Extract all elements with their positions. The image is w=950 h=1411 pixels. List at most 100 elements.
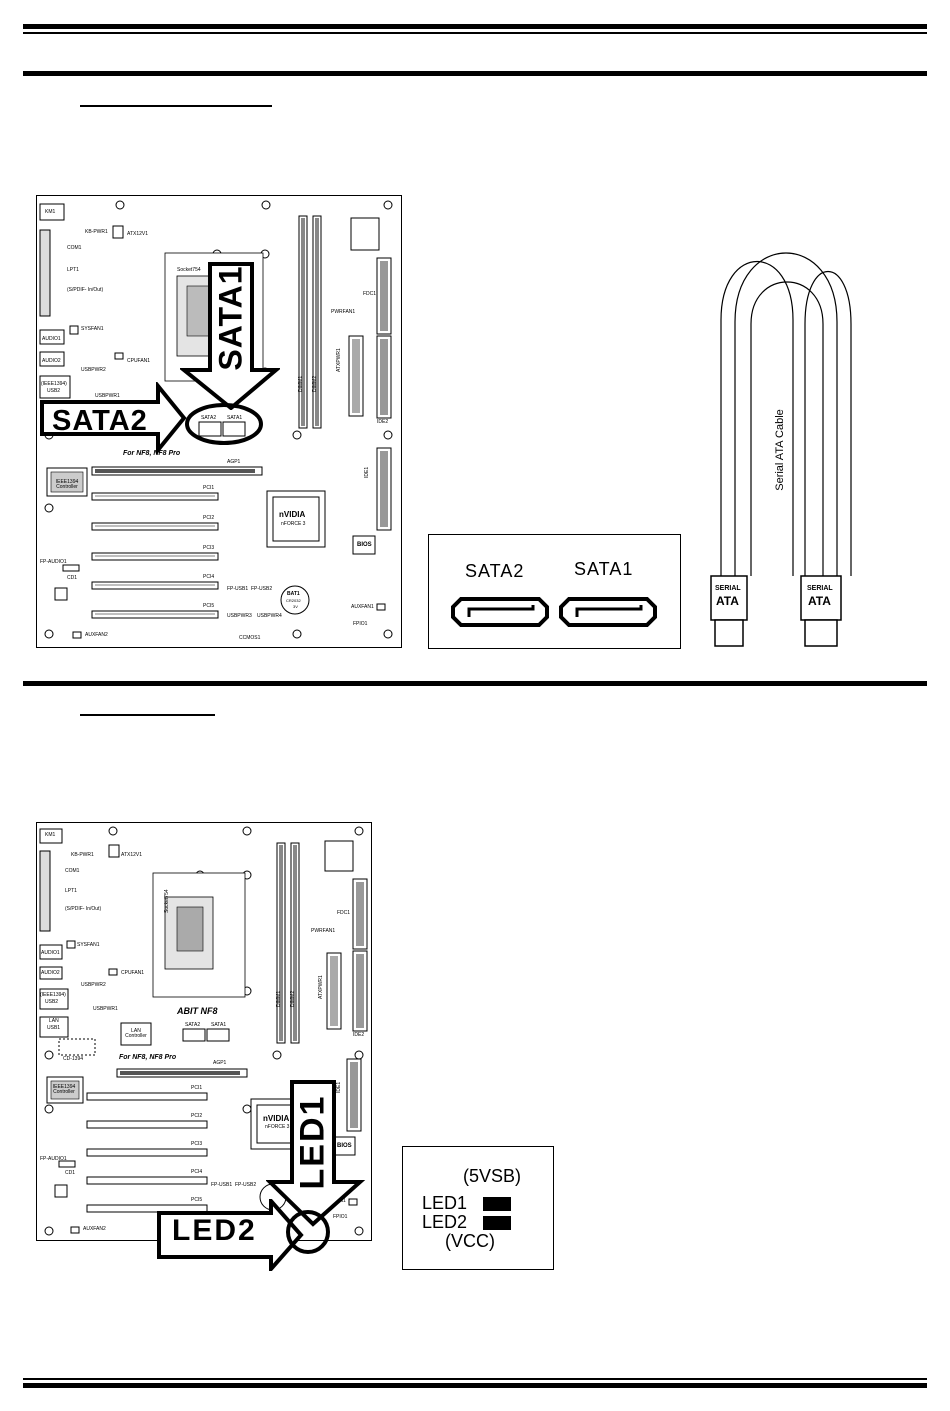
board2-label-sata1: SATA1 (211, 1022, 227, 1028)
board2-label-fpusb1: FP-USB1 (211, 1182, 233, 1188)
board-label-cpufan: CPUFAN1 (127, 358, 151, 364)
board2-label-pci2: PCI2 (191, 1113, 203, 1119)
sata-connector-shapes (451, 597, 657, 627)
board-label-fdc: FDC1 (363, 291, 377, 297)
board-label-spdif: (S/PDIF- In/Out) (67, 287, 104, 293)
board2-label-km1: KM1 (45, 832, 56, 838)
board2-label-ieee: (IEEE1394) (40, 992, 66, 998)
board2-label-pci4: PCI4 (191, 1169, 203, 1175)
board-label-auxfan2: AUXFAN2 (85, 632, 108, 638)
board2-label-socket: Socket754 (164, 889, 170, 913)
board-label-audio: AUDIO1 (42, 336, 61, 342)
board-label-pci4: PCI4 (203, 574, 215, 580)
board-label-bat-sub: CR2032 (286, 598, 301, 603)
board2-label-atx12v: ATX12V1 (121, 852, 143, 858)
sata-highlight-circle (185, 403, 263, 445)
cable-plug-left-line1: SERIAL (715, 585, 741, 592)
board-label-chip-sub: nFORCE 3 (281, 521, 306, 527)
cable-plug-right-line1: SERIAL (807, 585, 833, 592)
board-label-lpt: LPT1 (67, 267, 79, 273)
section2-heading-underline (80, 714, 215, 716)
board-label-fpusb2: FP-USB2 (251, 586, 273, 592)
board2-label-logo: ABIT NF8 (177, 1006, 218, 1016)
board2-label-pci3: PCI3 (191, 1141, 203, 1147)
board2-label-agp: AGP1 (213, 1060, 227, 1066)
board-label-chip: nVIDIA (279, 510, 306, 519)
board-label-fpusb1: FP-USB1 (227, 586, 249, 592)
board-label-km1: KM1 (45, 209, 56, 215)
board2-label-lan-ctrl: LAN Controller (125, 1028, 147, 1039)
led-panel-vcc: (VCC) (445, 1231, 495, 1251)
board-label-pci3: PCI3 (203, 545, 215, 551)
board2-label-audio: AUDIO1 (41, 950, 60, 956)
board2-label-cd1: CD1 (65, 1170, 76, 1176)
led1-indicator (483, 1197, 511, 1211)
sata-connector-panel: SATA2 SATA1 (428, 534, 681, 649)
bottom-rule-thick (23, 1383, 927, 1388)
board-label-fpaudio: FP-AUDIO1 (40, 559, 67, 565)
led2-callout-arrow (157, 1199, 304, 1271)
board2-label-pwrfan: PWRFAN1 (311, 928, 336, 934)
section1-heading-underline (80, 105, 272, 107)
board2-label-pci1: PCI1 (191, 1085, 203, 1091)
board-label-ieee-ctrl: IEEE1394 Controller (55, 479, 79, 490)
led2-indicator (483, 1216, 511, 1230)
board2-label-audio2: AUDIO2 (41, 970, 60, 976)
serial-ata-cable (710, 252, 852, 647)
board-label-auxfan1: AUXFAN1 (351, 604, 374, 610)
board-label-usbpwr2: USBPWR2 (81, 367, 106, 373)
cable-plug-left-line2: ATA (716, 594, 739, 608)
board2-label-usbpwr1: USBPWR1 (93, 1006, 118, 1012)
board2-label-lpt: LPT1 (65, 888, 77, 894)
cable-label: Serial ATA Cable (774, 409, 786, 491)
board-label-dimm2: DIMM2 (312, 375, 318, 392)
led-panel-led2-label: LED2 (422, 1212, 468, 1232)
board-label-atxpwr: ATXPWR1 (336, 348, 342, 372)
led1-callout-label: LED1 (293, 1094, 332, 1190)
board-label-ieee: (IEEE1394) (41, 381, 67, 387)
board2-label-dimm2: DIMM2 (290, 990, 296, 1007)
board-label-com: COM1 (67, 245, 82, 251)
board2-label-sysfan: SYSFAN1 (77, 942, 100, 948)
section2-rule (23, 681, 927, 686)
board-label-pci2: PCI2 (203, 515, 215, 521)
board2-label-kbpwr: KB-PWR1 (71, 852, 94, 858)
board-label-sata1-small: SATA1 (227, 415, 243, 421)
board-label-for-models: For NF8, NF8 Pro (123, 450, 181, 457)
led-highlight-circle (286, 1210, 330, 1254)
board2-label-ide2: IDE2 (353, 1032, 365, 1038)
board-label-pci5: PCI5 (203, 603, 215, 609)
board-label-ide2: IDE2 (377, 419, 389, 425)
top-rule-thick (23, 24, 927, 29)
board2-label-fdc: FDC1 (337, 910, 351, 916)
sata2-callout-arrow (40, 382, 187, 454)
board2-label-ieee-ctrl: IEEE1394 Controller (52, 1084, 76, 1095)
board-label-atx12v: ATX12V1 (127, 231, 149, 237)
led-panel-led1-label: LED1 (422, 1193, 468, 1213)
led1-callout-arrow (266, 1080, 366, 1227)
board2-label-cd1394: CD-1394 (63, 1056, 84, 1062)
board2-label-fpaudio: FP-AUDIO1 (40, 1156, 67, 1162)
board2-label-spdif: (S/PDIF- In/Out) (65, 906, 102, 912)
board-label-pci1: PCI1 (203, 485, 215, 491)
board2-label-fpusb2: FP-USB2 (235, 1182, 257, 1188)
board-label-sysfan: SYSFAN1 (81, 326, 104, 332)
board2-label-bios: BIOS (337, 1143, 352, 1149)
sata2-connector-label: SATA2 (465, 561, 525, 581)
board-label-usb2: USB2 (47, 388, 61, 394)
led2-callout-label: LED2 (172, 1214, 257, 1247)
board2-outline-details (39, 826, 368, 1236)
board2-label-pci5: PCI5 (191, 1197, 203, 1203)
top-rule-thin (23, 32, 927, 34)
sata1-callout-arrow (180, 262, 280, 410)
board-label-ccmos: CCMOS1 (239, 635, 261, 641)
board-label-fpio: FPIO1 (353, 621, 368, 627)
board-label-bat-sub2: 3V (293, 604, 298, 609)
board2-label-com: COM1 (65, 868, 80, 874)
led-panel: (5VSB) LED1 LED2 (VCC) (402, 1146, 554, 1270)
board-label-agp: AGP1 (227, 459, 241, 465)
bottom-rule-thin (23, 1378, 927, 1380)
board-label-usbpwr4: USBPWR4 (257, 613, 282, 619)
board-label-bios: BIOS (357, 542, 372, 548)
sata1-connector-label: SATA1 (574, 559, 634, 579)
